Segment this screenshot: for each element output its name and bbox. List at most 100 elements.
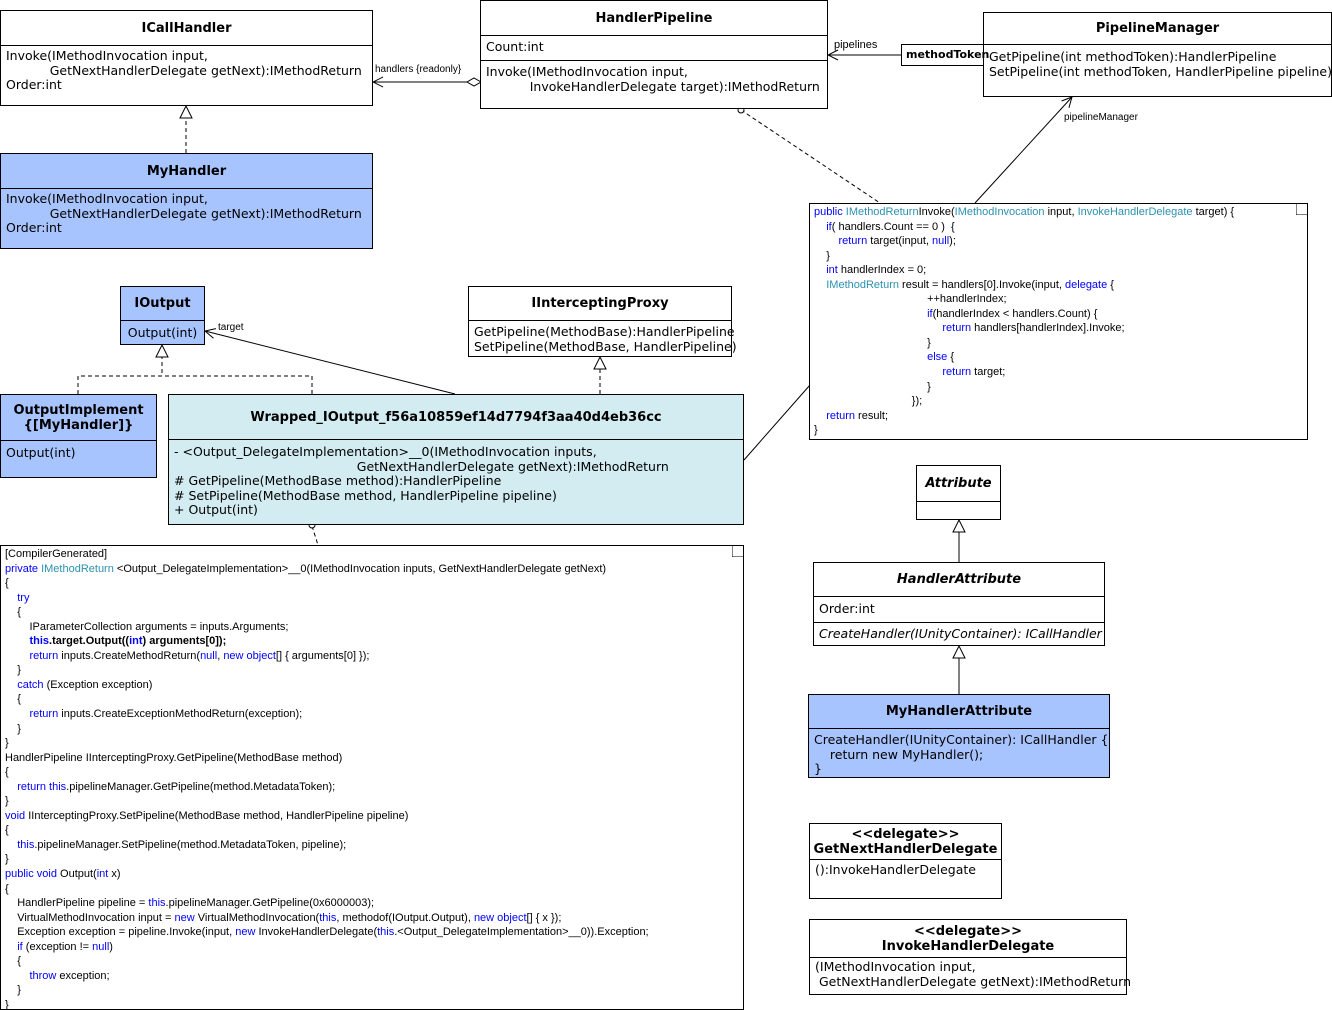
code-token: }: [5, 795, 9, 808]
code-token: input,: [1044, 206, 1078, 218]
class-name-text: GetNextHandlerDelegate: [813, 841, 998, 857]
code-line: void IInterceptingProxy.SetPipeline(Meth…: [5, 809, 739, 824]
code-line: IMethodReturn result = handlers[0].Invok…: [814, 278, 1303, 293]
code-token: .<Output_DelegateImplementation>__0)).Ex…: [394, 926, 649, 939]
note-link-code: [311, 525, 319, 546]
code-token: new object: [473, 911, 527, 924]
code-token: VirtualMethodInvocation input =: [5, 911, 175, 924]
class-myhandler[interactable]: MyHandler Invoke(IMethodInvocation input…: [0, 153, 373, 249]
code-token: target;: [971, 366, 1006, 379]
code-token: {: [5, 955, 21, 968]
realization-wrapped: [162, 375, 313, 394]
code-token: int: [96, 868, 109, 881]
class-operations: (IMethodInvocation input, GetNextHandler…: [815, 959, 1132, 989]
note-link-pipeline: [740, 109, 881, 204]
code-token: return: [29, 708, 59, 721]
class-invokehandlerdelegate[interactable]: <<delegate>> InvokeHandlerDelegate (IMet…: [809, 919, 1132, 995]
class-iinterceptingproxy[interactable]: IInterceptingProxy GetPipeline(MethodBas…: [468, 286, 737, 357]
code-token: ++handlerIndex;: [814, 293, 1007, 306]
class-ioutput[interactable]: IOutput Output(int): [120, 286, 205, 345]
class-pipelinemanager[interactable]: PipelineManager GetPipeline(int methodTo…: [983, 12, 1332, 97]
code-token: {: [947, 351, 954, 364]
link-wrapped-invoke-note: [743, 384, 811, 461]
code-token: [814, 235, 838, 247]
class-handlerattribute[interactable]: HandlerAttribute Order:int CreateHandler…: [813, 562, 1105, 646]
code-token: ) arguments[0]);: [142, 635, 227, 648]
code-token: [5, 781, 17, 793]
class-operations: GetPipeline(int methodToken):HandlerPipe…: [989, 49, 1332, 79]
note-generated-code: [CompilerGenerated]private IMethodReturn…: [0, 545, 744, 1010]
code-token: });: [814, 395, 923, 408]
code-token: }: [5, 853, 9, 866]
class-name: PipelineManager: [984, 13, 1331, 45]
code-token: [5, 635, 29, 647]
class-operations: CreateHandler(IUnityContainer): ICallHan…: [814, 732, 1109, 776]
code-line: }: [814, 380, 1303, 395]
code-token: if: [927, 307, 933, 320]
class-stereotype: <<delegate>>: [851, 826, 960, 842]
class-name: Attribute: [917, 466, 1000, 502]
class-getnexthandlerdelegate[interactable]: <<delegate>> GetNextHandlerDelegate ():I…: [809, 823, 1002, 899]
code-line: return inputs.CreateMethodReturn(null, n…: [5, 649, 739, 664]
class-attributes: Order:int: [814, 597, 1104, 623]
code-token: HandlerPipeline IInterceptingProxy.GetPi…: [5, 751, 343, 764]
code-line: HandlerPipeline IInterceptingProxy.GetPi…: [5, 751, 739, 766]
association-target: [205, 331, 456, 395]
code-line: }: [5, 663, 739, 678]
code-token: public: [814, 206, 846, 218]
code-token: [814, 221, 826, 233]
code-token: [814, 366, 942, 378]
code-token: {: [5, 693, 21, 706]
class-icallhandler[interactable]: ICallHandler Invoke(IMethodInvocation in…: [0, 10, 373, 106]
code-line: {: [5, 765, 739, 780]
note-fold-icon: [732, 546, 743, 557]
class-operations: CreateHandler(IUnityContainer): ICallHan…: [819, 626, 1102, 641]
code-token: else: [927, 351, 948, 364]
code-line: VirtualMethodInvocation input = new Virt…: [5, 911, 739, 926]
class-operations: Output(int): [127, 325, 198, 340]
class-operations: ():InvokeHandlerDelegate: [815, 862, 976, 877]
code-token: ): [109, 940, 113, 953]
code-line: return handlers[handlerIndex].Invoke;: [814, 321, 1303, 336]
class-name-line2: {[MyHandler]}: [23, 417, 134, 433]
class-wrapped-ioutput[interactable]: Wrapped_IOutput_f56a10859ef14d7794f3aa40…: [168, 394, 744, 525]
code-token: null: [200, 649, 218, 662]
code-line: [CompilerGenerated]: [5, 547, 739, 562]
label-pipeline-manager: pipelineManager: [1064, 112, 1138, 123]
code-line: }: [5, 998, 739, 1010]
code-token: [814, 351, 927, 363]
code-line: this.target.Output((int) arguments[0]);: [5, 634, 739, 649]
code-token: }: [814, 424, 818, 437]
code-line: return result;: [814, 409, 1303, 424]
code-token: if: [17, 940, 23, 953]
class-outputimplement[interactable]: OutputImplement {[MyHandler]} Output(int…: [0, 394, 157, 478]
class-operations: GetPipeline(MethodBase):HandlerPipeline …: [474, 324, 737, 354]
code-token: }: [5, 998, 9, 1010]
code-token: [5, 650, 29, 662]
code-line: throw exception;: [5, 969, 739, 984]
code-line: {: [5, 882, 739, 897]
code-token: }: [5, 984, 21, 997]
code-token: this: [319, 911, 337, 924]
class-operations: Invoke(IMethodInvocation input, InvokeHa…: [486, 64, 820, 94]
code-token: return: [942, 366, 972, 379]
realization-outputimplement: [77, 345, 162, 394]
code-line: }: [5, 794, 739, 809]
code-token: return this: [17, 780, 67, 793]
aggregation-diamond: [465, 77, 483, 87]
code-token: return: [942, 322, 972, 335]
code-token: return: [29, 649, 59, 662]
code-token: [CompilerGenerated]: [5, 548, 108, 560]
code-token: [5, 708, 29, 720]
association-pipeline-manager: [974, 97, 1072, 204]
code-line: {: [5, 576, 739, 591]
code-token: Invoke(: [918, 206, 955, 218]
code-token: null: [932, 235, 950, 248]
class-myhandlerattribute[interactable]: MyHandlerAttribute CreateHandler(IUnityC…: [808, 694, 1110, 778]
class-handlerpipeline[interactable]: HandlerPipeline Count:int Invoke(IMethod…: [480, 0, 828, 109]
code-token: throw: [29, 969, 57, 982]
class-attribute[interactable]: Attribute: [916, 465, 1001, 520]
class-attributes: Count:int: [481, 36, 827, 61]
code-token: .pipelineManager.SetPipeline(method.Meta…: [34, 838, 347, 851]
code-token: {: [1107, 278, 1114, 291]
